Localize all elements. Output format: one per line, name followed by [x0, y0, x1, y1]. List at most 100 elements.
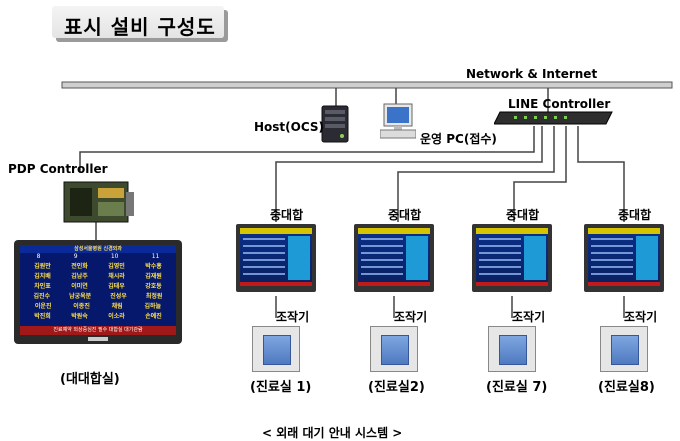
server-icon — [321, 105, 349, 143]
sub-display-footer-bar — [240, 282, 312, 286]
big-display-stand — [88, 337, 108, 341]
big-display-cell: 김영민 — [108, 263, 125, 270]
console-label: 조작기 — [394, 310, 428, 324]
sub-display-text-line — [479, 238, 521, 240]
sub-display-screen — [358, 228, 430, 286]
sub-display-text-line — [479, 252, 521, 254]
console-keypad — [381, 335, 409, 365]
sub-display-screen — [588, 228, 660, 286]
room-caption: (진료실8) — [598, 380, 655, 395]
big-display-cell: 김진수 — [33, 293, 51, 300]
sub-display-header-bar — [476, 228, 548, 234]
sub-display-text-line — [243, 266, 285, 268]
sub-display-text-line — [591, 245, 633, 247]
bottom-caption: < 외래 대기 안내 시스템 > — [262, 426, 403, 440]
big-display-cell: 채시라 — [108, 273, 125, 280]
room-caption: (진료실2) — [368, 380, 425, 395]
console-device — [488, 326, 536, 372]
sub-display-text-line — [479, 259, 521, 261]
room-caption: (진료실 7) — [486, 380, 548, 395]
console-keypad — [499, 335, 527, 365]
big-display-cell: 이소라 — [108, 313, 125, 320]
sub-display-text-line — [361, 273, 403, 275]
sub-display-footer-bar — [476, 282, 548, 286]
network-backbone — [61, 81, 673, 89]
sub-display-screen — [240, 228, 312, 286]
console-label: 조작기 — [624, 310, 658, 324]
sub-display-header-bar — [358, 228, 430, 234]
sub-display-text-line — [591, 273, 633, 275]
sub-display-text-line — [479, 273, 521, 275]
big-display-row: 이운진 이종진 채림 김하늘 — [24, 302, 172, 312]
sub-wait-label: 중대합 — [388, 208, 422, 222]
sub-display-monitor — [584, 224, 664, 292]
console-device — [600, 326, 648, 372]
big-display-cell: 김하늘 — [144, 303, 162, 310]
sub-display-screen — [476, 228, 548, 286]
sub-wait-label: 중대합 — [270, 208, 304, 222]
pdp-controller-device — [63, 181, 134, 223]
host-label: Host(OCS) — [254, 120, 325, 134]
sub-display-header-bar — [588, 228, 660, 234]
room-caption: (진료실 1) — [250, 380, 312, 395]
console-keypad — [611, 335, 639, 365]
big-display-number: 10 — [110, 253, 119, 260]
big-display-cell: 차인표 — [34, 283, 51, 290]
big-display-header: 삼성서울병원 신경외과 — [20, 245, 176, 253]
sub-display-text-line — [591, 238, 633, 240]
sub-display-text-line — [361, 245, 403, 247]
console-label: 조작기 — [512, 310, 546, 324]
big-display-number: 9 — [73, 253, 78, 260]
sub-display-text-line — [361, 252, 403, 254]
console-device — [252, 326, 300, 372]
console-label: 조작기 — [276, 310, 310, 324]
link-display-2 — [397, 126, 555, 222]
sub-wait-label: 중대합 — [506, 208, 540, 222]
title-box — [52, 6, 224, 38]
big-display-cell: 손예진 — [145, 313, 162, 320]
sub-display-text-line — [591, 259, 633, 261]
sub-display-side-panel — [406, 236, 428, 280]
sub-display-monitor — [472, 224, 552, 292]
sub-display-text-line — [479, 245, 521, 247]
sub-display-text-line — [243, 252, 285, 254]
sub-display-side-panel — [288, 236, 310, 280]
sub-display-footer-bar — [358, 282, 430, 286]
sub-display-text-line — [479, 266, 521, 268]
sub-display-monitor — [236, 224, 316, 292]
link-display-3 — [513, 126, 567, 222]
sub-display-text-line — [243, 245, 285, 247]
line-controller-device — [494, 111, 613, 125]
diagram-title: 표시 설비 구성도 — [64, 15, 216, 39]
big-display-cell: 채림 — [111, 303, 123, 310]
big-display-cell: 이운진 — [34, 303, 52, 310]
ops-pc-label: 운영 PC(접수) — [420, 132, 497, 146]
big-display-caption: (대대합실) — [60, 372, 120, 387]
sub-display-text-line — [591, 266, 633, 268]
sub-display-text-line — [591, 252, 633, 254]
big-display-footer: 진료예약 외상중심진 필수 대합실 대기관람 — [20, 326, 176, 335]
big-display-cell: 강호동 — [145, 283, 162, 290]
big-display-number: 11 — [151, 253, 160, 260]
sub-display-footer-bar — [588, 282, 660, 286]
console-keypad — [263, 335, 291, 365]
big-display-cell: 김태우 — [108, 283, 125, 290]
sub-display-text-line — [243, 273, 285, 275]
big-display-cell: 전인화 — [71, 263, 88, 270]
sub-display-side-panel — [636, 236, 658, 280]
big-display-cell: 남궁옥분 — [69, 293, 92, 300]
big-display-cell: 김남주 — [71, 273, 88, 280]
big-display-cell: 최정원 — [145, 293, 163, 300]
sub-display-text-line — [361, 259, 403, 261]
big-display-cell: 김치배 — [34, 273, 51, 280]
big-display-cell: 이종진 — [73, 303, 90, 310]
link-display-1 — [275, 126, 543, 222]
sub-display-text-line — [361, 238, 403, 240]
